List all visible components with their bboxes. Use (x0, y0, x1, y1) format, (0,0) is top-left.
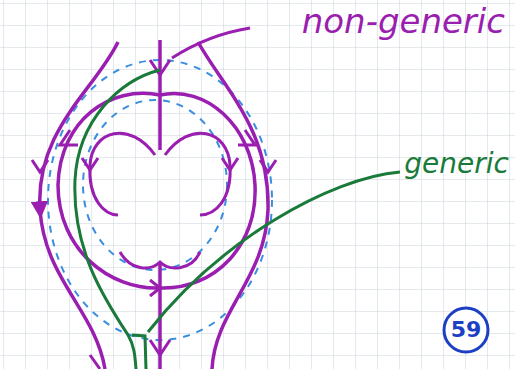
flow-label: non-generic (302, 4, 505, 38)
callout-number: 59 (451, 319, 482, 341)
flow-label: generic (404, 150, 509, 178)
